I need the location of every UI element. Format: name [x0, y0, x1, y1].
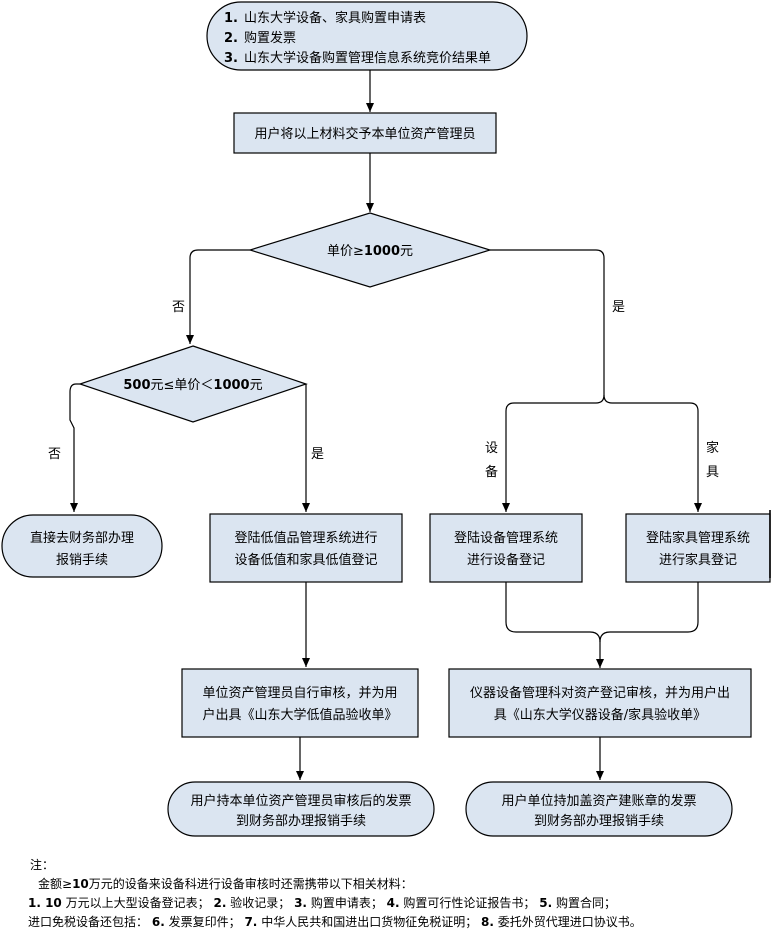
notes-line-3: 进口免税设备还包括： 6. 发票复印件； 7. 中华人民共和国进出口货物征免税证… — [28, 915, 642, 929]
svg-text:备: 备 — [485, 464, 498, 480]
svg-text:登陆低值品管理系统进行: 登陆低值品管理系统进行 — [234, 530, 377, 546]
svg-text:用户单位持加盖资产建账章的发票: 用户单位持加盖资产建账章的发票 — [501, 793, 696, 809]
svg-text:用户将以上材料交予本单位资产管理员: 用户将以上材料交予本单位资产管理员 — [254, 126, 475, 142]
svg-text:家: 家 — [706, 440, 719, 456]
svg-text:具《山东大学仪器设备/家具验收单》: 具《山东大学仪器设备/家具验收单》 — [494, 707, 706, 723]
low-value-register-step: 登陆低值品管理系统进行 设备低值和家具低值登记 — [209, 513, 403, 583]
notes-title: 注： — [30, 858, 55, 872]
line-equipment-down — [505, 582, 601, 643]
start-terminator: 1.山东大学设备、家具购置申请表 2.购置发票 3.山东大学设备购置管理信息系统… — [206, 1, 528, 71]
equipment-register-step: 登陆设备管理系统 进行设备登记 — [429, 513, 583, 583]
label-no-1: 否 — [172, 300, 185, 315]
svg-text:仪器设备管理科对资产登记审核，并为用户出: 仪器设备管理科对资产登记审核，并为用户出 — [470, 685, 730, 701]
svg-text:到财务部办理报销手续: 到财务部办理报销手续 — [534, 813, 664, 829]
svg-text:500元≤单价＜1000元: 500元≤单价＜1000元 — [123, 378, 262, 393]
decision-price-range: 500元≤单价＜1000元 — [78, 345, 308, 423]
line-furniture-down — [599, 582, 699, 643]
svg-text:报销手续: 报销手续 — [56, 553, 108, 568]
svg-text:3.山东大学设备购置管理信息系统竞价结果单: 3.山东大学设备购置管理信息系统竞价结果单 — [224, 50, 491, 66]
svg-text:具: 具 — [706, 465, 719, 480]
svg-text:户出具《山东大学低值品验收单》: 户出具《山东大学低值品验收单》 — [202, 707, 397, 723]
label-equipment: 设 备 — [485, 441, 498, 480]
svg-text:2.购置发票: 2.购置发票 — [224, 30, 296, 46]
line-decision1-yes — [490, 249, 605, 512]
svg-text:进行家具登记: 进行家具登记 — [659, 552, 737, 568]
line-yes-to-furniture — [603, 394, 702, 512]
furniture-register-step: 登陆家具管理系统 进行家具登记 — [625, 510, 771, 583]
svg-text:设: 设 — [485, 441, 498, 456]
svg-text:到财务部办理报销手续: 到财务部办理报销手续 — [236, 813, 366, 829]
label-yes-1: 是 — [612, 300, 625, 315]
svg-text:直接去财务部办理: 直接去财务部办理 — [30, 530, 134, 546]
label-yes-2: 是 — [311, 447, 324, 462]
line-decision2-no — [69, 383, 80, 512]
svg-text:单位资产管理员自行审核，并为用: 单位资产管理员自行审核，并为用 — [202, 686, 397, 701]
notes-line-2: 1. 10 万元以上大型设备登记表； 2. 验收记录； 3. 购置申请表； 4.… — [28, 896, 617, 910]
finance-direct-terminator: 直接去财务部办理 报销手续 — [1, 514, 163, 578]
svg-text:登陆设备管理系统: 登陆设备管理系统 — [454, 530, 558, 546]
svg-text:进行设备登记: 进行设备登记 — [467, 552, 545, 568]
decision-unit-price: 单价≥1000元 — [247, 212, 493, 288]
dept-review-step: 仪器设备管理科对资产登记审核，并为用户出 具《山东大学仪器设备/家具验收单》 — [448, 668, 752, 738]
svg-text:登陆家具管理系统: 登陆家具管理系统 — [646, 530, 750, 546]
flowchart: 1.山东大学设备、家具购置申请表 2.购置发票 3.山东大学设备购置管理信息系统… — [1, 1, 771, 837]
end-right-terminator: 用户单位持加盖资产建账章的发票 到财务部办理报销手续 — [465, 781, 733, 837]
label-furniture: 家 具 — [706, 440, 719, 480]
line-decision1-no — [186, 249, 250, 344]
connectors — [69, 70, 702, 780]
svg-text:1.山东大学设备、家具购置申请表: 1.山东大学设备、家具购置申请表 — [224, 10, 426, 26]
notes-line-1: 金额≥10万元的设备来设备科进行设备审核时还需携带以下相关材料： — [38, 877, 413, 891]
end-left-terminator: 用户持本单位资产管理员审核后的发票 到财务部办理报销手续 — [167, 781, 435, 837]
svg-text:用户持本单位资产管理员审核后的发票: 用户持本单位资产管理员审核后的发票 — [190, 793, 411, 809]
admin-review-step: 单位资产管理员自行审核，并为用 户出具《山东大学低值品验收单》 — [181, 668, 419, 738]
submit-materials-step: 用户将以上材料交予本单位资产管理员 — [233, 112, 497, 154]
svg-text:设备低值和家具低值登记: 设备低值和家具低值登记 — [234, 552, 377, 568]
notes-section: 注： 金额≥10万元的设备来设备科进行设备审核时还需携带以下相关材料： 1. 1… — [28, 856, 768, 932]
label-no-2: 否 — [48, 447, 61, 462]
svg-text:单价≥1000元: 单价≥1000元 — [327, 244, 413, 259]
